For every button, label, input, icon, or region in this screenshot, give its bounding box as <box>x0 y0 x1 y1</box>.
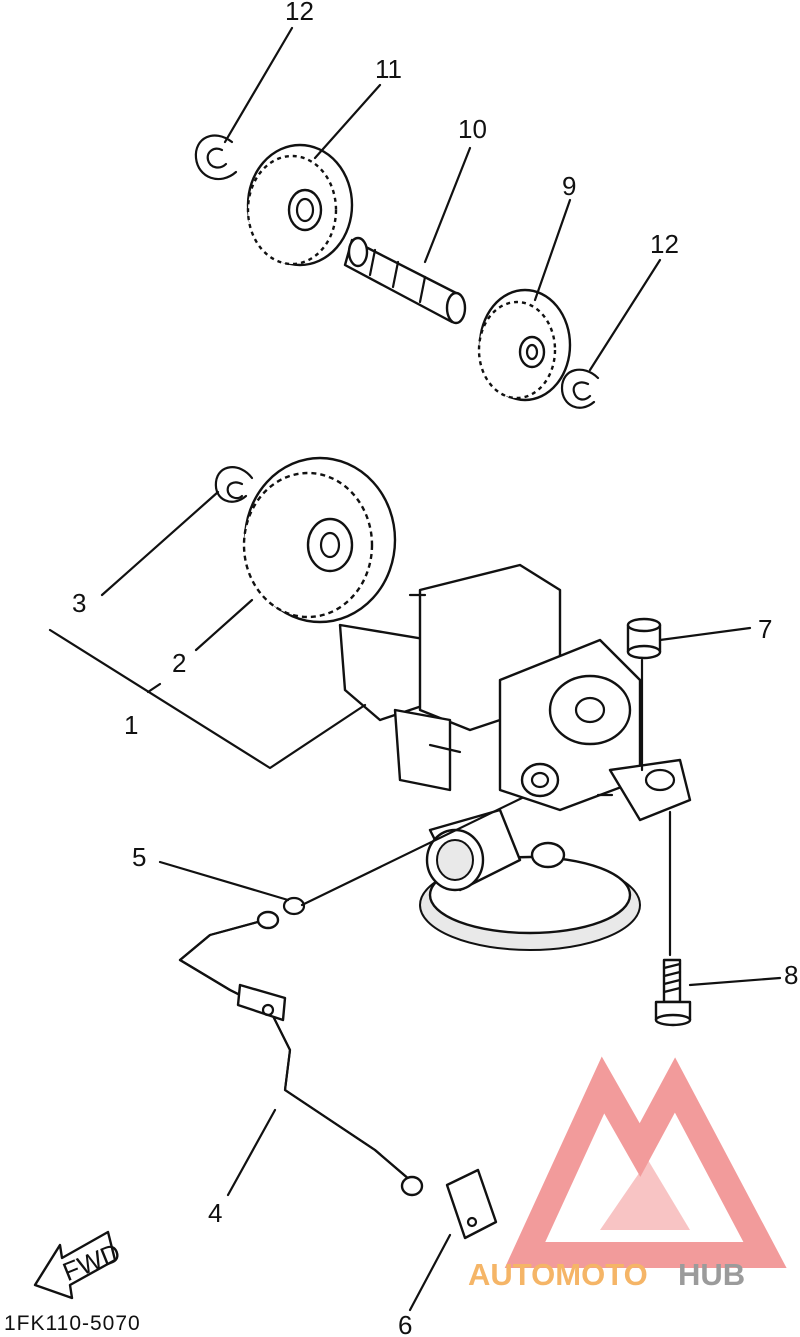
gear-part-2 <box>242 456 397 624</box>
callout-12-top: 12 <box>285 0 314 26</box>
dowel-part-7 <box>626 617 662 660</box>
oil-pump-assembly-part-1 <box>338 563 692 951</box>
fwd-direction-arrow: FWD <box>33 1230 125 1300</box>
gear-part-11 <box>246 143 354 267</box>
watermark-logo: AUTOMOTO HUB <box>468 1056 787 1292</box>
diagram-code: 1FK110-5070 <box>4 1312 141 1335</box>
callout-7: 7 <box>758 614 772 644</box>
watermark-text-hub: HUB <box>678 1257 745 1292</box>
callout-labels: 12 11 10 9 12 3 2 1 7 5 8 4 6 <box>72 0 798 1337</box>
pipe-part-4 <box>178 910 424 1197</box>
callout-5: 5 <box>132 842 146 872</box>
callout-9: 9 <box>562 171 576 201</box>
callout-6: 6 <box>398 1310 412 1337</box>
bolt-part-8 <box>654 958 692 1027</box>
holder-part-6 <box>445 1168 498 1240</box>
circlip-part-12-right <box>560 368 600 409</box>
gear-part-9 <box>477 288 572 402</box>
circlip-part-3 <box>214 466 254 503</box>
callout-12-right: 12 <box>650 229 679 259</box>
circlip-part-12-top <box>194 134 238 181</box>
callout-1: 1 <box>124 710 138 740</box>
callout-11: 11 <box>375 54 402 84</box>
callout-4: 4 <box>208 1198 222 1228</box>
callout-8: 8 <box>784 960 798 990</box>
callout-10: 10 <box>458 114 487 144</box>
leader-lines <box>48 26 782 1312</box>
callout-2: 2 <box>172 648 186 678</box>
watermark-text-automoto: AUTOMOTO <box>468 1257 648 1292</box>
callout-3: 3 <box>72 588 86 618</box>
o-ring-part-5 <box>282 896 306 916</box>
shaft-part-10 <box>343 236 467 325</box>
